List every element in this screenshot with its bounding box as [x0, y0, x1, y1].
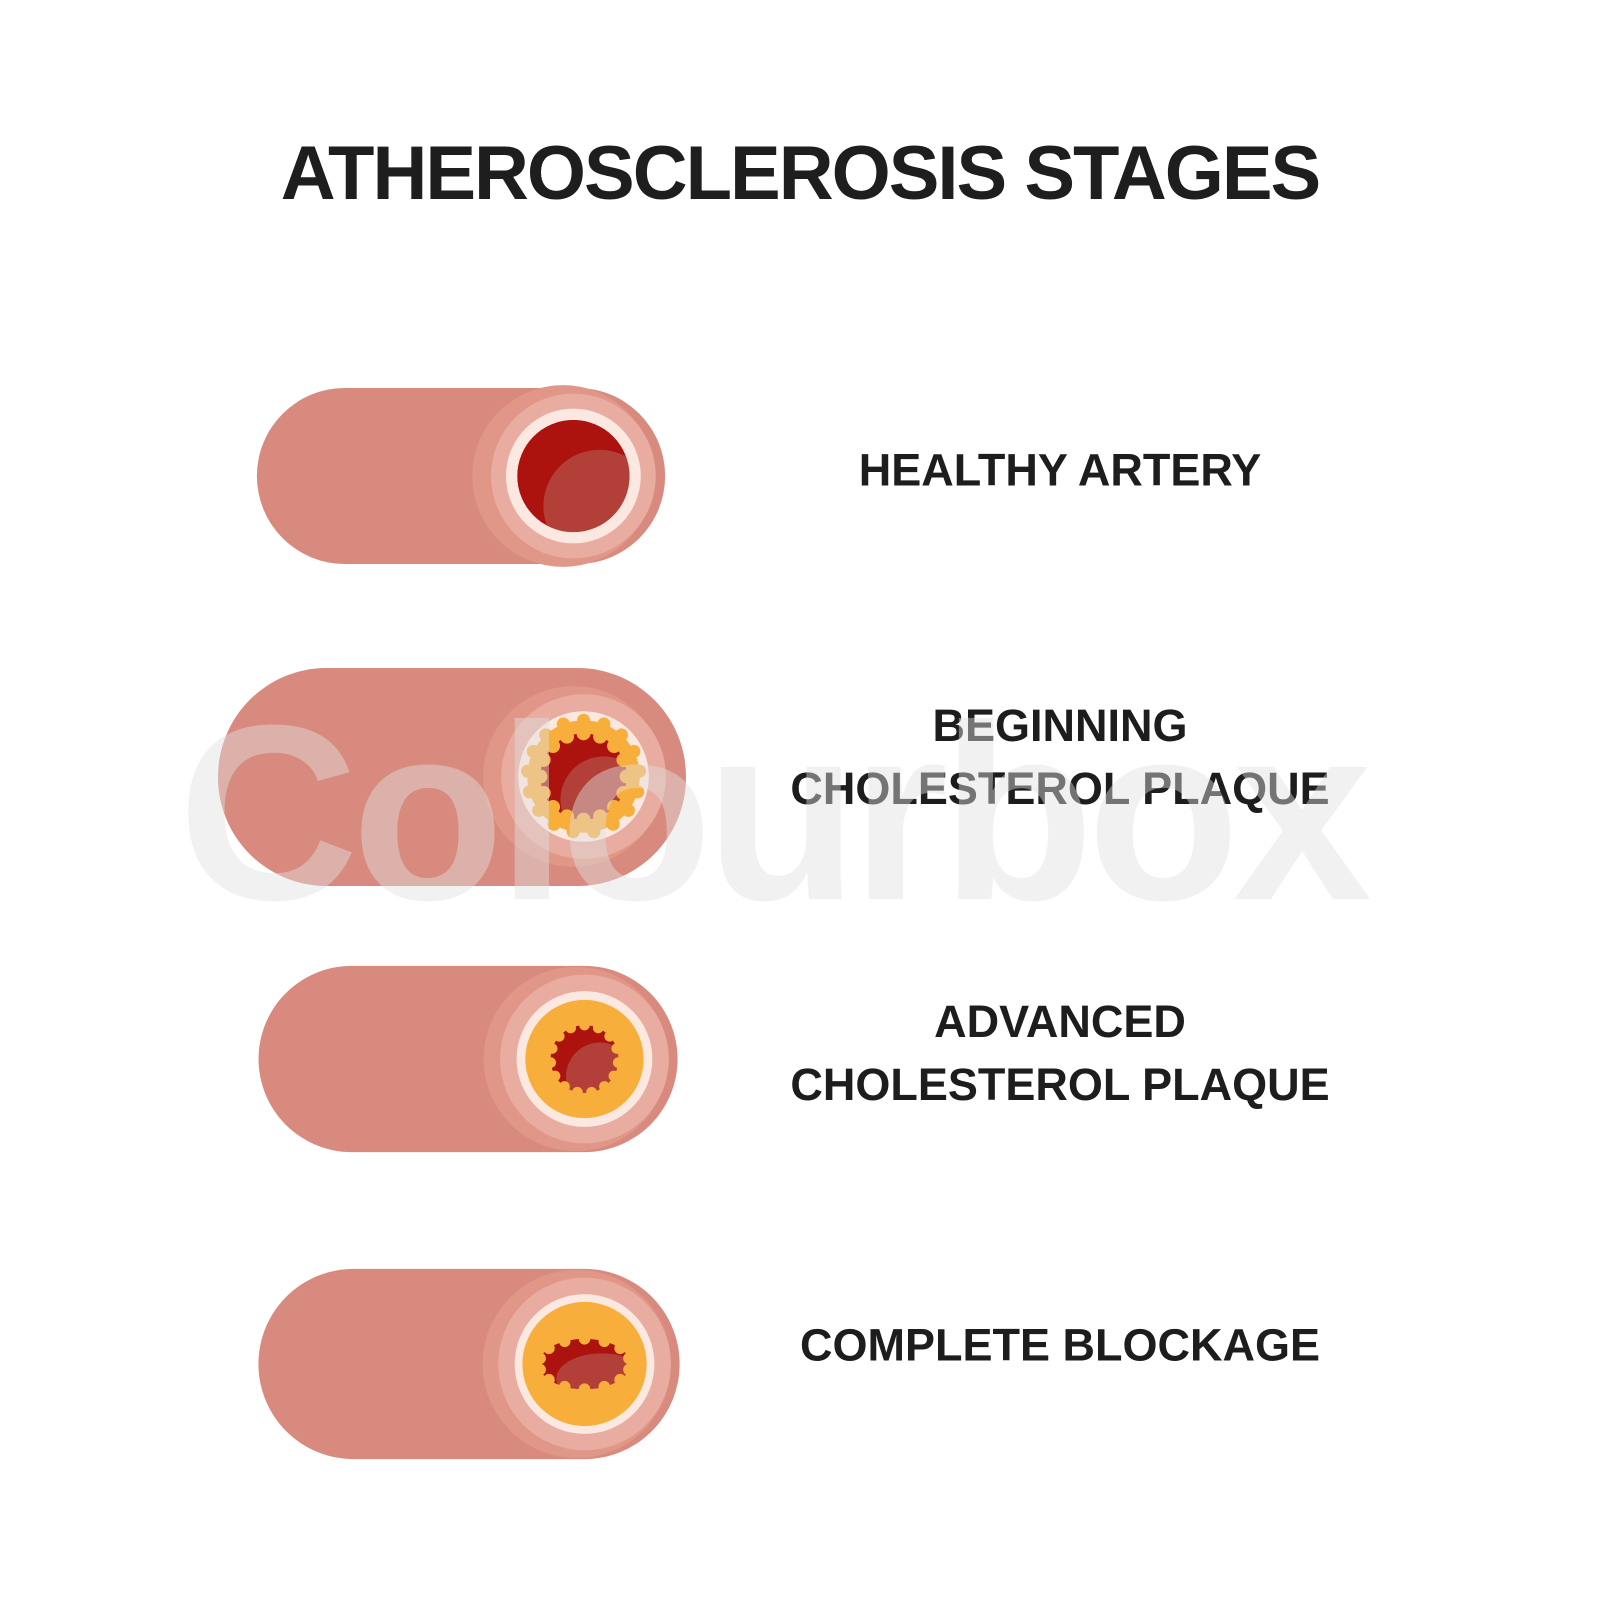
plaque-bump — [614, 1373, 626, 1386]
plaque-outer-bumps — [520, 713, 647, 839]
plaque-bump — [593, 809, 608, 824]
plaque-bump — [633, 764, 647, 778]
plaque-bump — [534, 1363, 546, 1376]
artery-lumen — [517, 419, 630, 533]
plaque-bump — [522, 785, 536, 799]
plaque-bump — [619, 769, 634, 784]
plaque-bump — [612, 1057, 624, 1068]
stage-label-line: CHOLESTEROL PLAQUE — [790, 763, 1330, 814]
plaque-bump — [577, 713, 591, 727]
plaque-bump — [546, 1043, 558, 1054]
stage-label-complete-blockage: COMPLETE BLOCKAGE — [760, 1314, 1360, 1377]
plaque-bump — [598, 1335, 611, 1348]
plaque-bump — [608, 1070, 620, 1082]
plaque-bump — [559, 809, 575, 824]
plaque-bump — [598, 1380, 611, 1393]
plaque-bump — [576, 726, 591, 741]
stage-label-line: CHOLESTEROL PLAQUE — [790, 1059, 1330, 1110]
plaque-bump — [543, 1373, 555, 1386]
plaque-bump — [559, 729, 575, 744]
stage-label-line: HEALTHY ARTERY — [858, 444, 1262, 496]
plaque-bump — [566, 825, 580, 839]
plaque-bump — [578, 1332, 591, 1345]
plaque-bump — [604, 1030, 616, 1042]
plaque-bump — [534, 1352, 546, 1365]
plaque-bump — [606, 817, 620, 831]
plaque-bump — [631, 785, 645, 799]
stage-label-advanced-cholesterol-plaque: ADVANCED CHOLESTEROL PLAQUE — [760, 990, 1360, 1116]
complete-blockage-artery-drawing — [258, 1268, 680, 1460]
plaque-bump — [549, 1070, 561, 1082]
healthy-artery-illustration — [255, 382, 667, 570]
plaque-bump — [545, 1057, 557, 1068]
plaque-bump — [623, 1363, 635, 1376]
plaque-bump — [587, 825, 601, 839]
plaque-bump — [607, 738, 622, 753]
plaque-bump — [520, 764, 535, 778]
plaque-bump — [539, 728, 553, 742]
stage-label-line: BEGINNING — [932, 700, 1188, 751]
plaque-bump — [553, 1030, 565, 1042]
plaque-bump — [616, 752, 631, 767]
plaque-bump — [547, 817, 561, 831]
plaque-bump — [559, 1081, 570, 1092]
plaque-bump — [599, 1081, 610, 1092]
beginning-plaque-artery-drawing — [218, 668, 686, 886]
stage-label-line: ADVANCED — [934, 996, 1186, 1047]
plaque-bump — [579, 1019, 590, 1031]
plaque-inner-bumps — [533, 726, 634, 827]
beginning-plaque-artery-illustration — [216, 664, 688, 890]
stage-label-line: COMPLETE BLOCKAGE — [799, 1319, 1320, 1371]
plaque-bump — [614, 728, 628, 742]
plaque-bump — [565, 1022, 577, 1034]
plaque-bump — [576, 812, 591, 827]
page-title: ATHEROSCLEROSIS STAGES — [280, 131, 1321, 216]
plaque-bump — [526, 744, 540, 758]
advanced-plaque-artery-illustration — [255, 962, 685, 1156]
plaque-bump — [536, 752, 551, 767]
plaque-bump — [578, 1383, 591, 1396]
plaque-bump — [593, 729, 608, 744]
plaque-bump — [545, 799, 561, 815]
plaque-bump — [558, 1335, 571, 1348]
plaque-bump — [621, 803, 635, 817]
plaque-inner-bumps — [545, 1019, 624, 1098]
plaque-bump — [611, 1043, 623, 1054]
plaque-bump — [543, 1342, 555, 1355]
plaque-bump — [556, 717, 570, 731]
plaque-bump — [586, 1086, 597, 1098]
plaque-bump — [592, 1022, 604, 1034]
plaque-inner-bumps — [534, 1332, 635, 1396]
plaque-bump — [572, 1086, 583, 1098]
plaque-bump — [627, 744, 641, 758]
plaque-bump — [536, 786, 551, 801]
plaque-bump — [597, 717, 611, 731]
plaque-bump — [533, 769, 548, 784]
healthy-artery-drawing — [256, 385, 666, 567]
complete-blockage-artery-illustration — [255, 1265, 685, 1463]
plaque-bump — [616, 786, 631, 801]
plaque-bump — [545, 738, 561, 753]
stage-label-beginning-cholesterol-plaque: BEGINNING CHOLESTEROL PLAQUE — [760, 694, 1360, 820]
advanced-plaque-artery-drawing — [258, 965, 678, 1153]
plaque-bump — [607, 799, 622, 815]
plaque-bump — [623, 1352, 635, 1365]
plaque-bump — [532, 803, 546, 817]
stage-label-healthy-artery: HEALTHY ARTERY — [760, 439, 1360, 502]
plaque-bump — [614, 1342, 626, 1355]
plaque-bump — [558, 1380, 571, 1393]
